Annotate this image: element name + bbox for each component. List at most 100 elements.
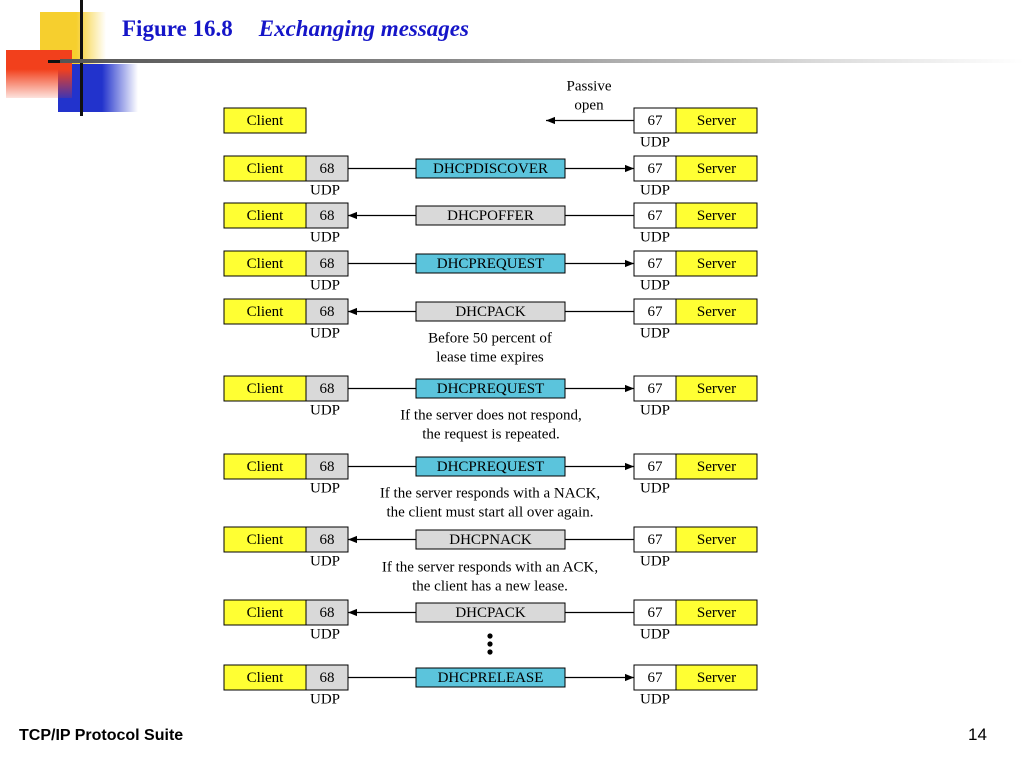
footer-course-title: TCP/IP Protocol Suite — [19, 727, 184, 744]
note-line: If the server responds with an ACK, — [382, 559, 598, 575]
server-box — [675, 250, 758, 277]
client-port-label: 68 — [320, 381, 335, 397]
client-udp-label: UDP — [310, 553, 340, 569]
passive-open-label-line1: Passive — [567, 78, 612, 94]
client-label: Client — [247, 459, 284, 475]
note-line: the client must start all over again. — [386, 504, 593, 520]
message-label: DHCPREQUEST — [437, 381, 545, 397]
server-udp-label: UDP — [640, 229, 670, 245]
note-line: If the server responds with a NACK, — [380, 485, 600, 501]
client-port-label: 68 — [320, 304, 335, 320]
deco-vertical-line — [80, 0, 83, 116]
client-udp-label: UDP — [310, 626, 340, 642]
server-label: Server — [697, 605, 736, 621]
message-label: DHCPREQUEST — [437, 256, 545, 272]
message-label: DHCPACK — [455, 304, 525, 320]
message-box — [415, 529, 566, 550]
server-label: Server — [697, 532, 736, 548]
server-port-box — [633, 202, 677, 229]
server-port-label: 67 — [648, 304, 664, 320]
note-line: If the server does not respond, — [400, 407, 582, 423]
server-udp-label: UDP — [640, 402, 670, 418]
message-label: DHCPACK — [455, 605, 525, 621]
figure-label: Figure 16.8 — [122, 16, 233, 41]
client-port-box — [305, 526, 349, 553]
server-label: Server — [697, 670, 736, 686]
note: If the server does not respond, the reque… — [400, 407, 582, 442]
server-port-label: 67 — [648, 532, 664, 548]
client-port-box — [305, 155, 349, 182]
client-label: Client — [247, 113, 284, 129]
server-box — [675, 664, 758, 691]
server-box — [675, 453, 758, 480]
server-udp-label: UDP — [640, 325, 670, 341]
server-label: Server — [697, 161, 736, 177]
server-port-label: 67 — [648, 256, 664, 272]
server-port-label: 67 — [648, 670, 664, 686]
server-box — [675, 107, 758, 134]
note-line: Before 50 percent of — [428, 330, 552, 346]
server-port-label: 67 — [648, 208, 664, 224]
message-label: DHCPRELEASE — [438, 670, 544, 686]
message-box — [415, 667, 566, 688]
server-label: Server — [697, 304, 736, 320]
note-line: the client has a new lease. — [412, 578, 568, 594]
server-udp-label: UDP — [640, 182, 670, 198]
server-port-box — [633, 298, 677, 325]
notes: Before 50 percent of lease time expiresIf… — [380, 330, 600, 594]
ellipsis-dot — [487, 649, 493, 655]
client-label: Client — [247, 532, 284, 548]
ellipsis-dot — [487, 641, 493, 647]
page-number: 14 — [968, 725, 987, 744]
client-label: Client — [247, 256, 284, 272]
client-label: Client — [247, 304, 284, 320]
client-box — [223, 375, 307, 402]
server-udp-label: UDP — [640, 626, 670, 642]
client-udp-label: UDP — [310, 229, 340, 245]
figure-title: Exchanging messages — [258, 16, 469, 41]
message-box — [415, 205, 566, 226]
message-box — [415, 602, 566, 623]
server-port-box — [633, 599, 677, 626]
client-label: Client — [247, 605, 284, 621]
server-udp-label: UDP — [640, 277, 670, 293]
client-udp-label: UDP — [310, 691, 340, 707]
server-label: Server — [697, 208, 736, 224]
client-udp-label: UDP — [310, 480, 340, 496]
server-port-box — [633, 250, 677, 277]
note-line: the request is repeated. — [422, 426, 559, 442]
note: If the server responds with a NACK, the c… — [380, 485, 600, 520]
server-box — [675, 599, 758, 626]
slide-title: Figure 16.8 Exchanging messages — [122, 16, 469, 42]
client-box — [223, 250, 307, 277]
client-port-label: 68 — [320, 256, 335, 272]
client-port-box — [305, 250, 349, 277]
server-box — [675, 375, 758, 402]
client-udp-label: UDP — [310, 277, 340, 293]
client-label: Client — [247, 381, 284, 397]
client-port-label: 68 — [320, 161, 335, 177]
client-port-label: 68 — [320, 605, 335, 621]
server-port-label: 67 — [648, 381, 664, 397]
server-label: Server — [697, 256, 736, 272]
message-box — [415, 253, 566, 274]
message-box — [415, 158, 566, 179]
client-port-box — [305, 202, 349, 229]
message-box — [415, 456, 566, 477]
server-port-box — [633, 107, 677, 134]
client-label: Client — [247, 670, 284, 686]
server-udp-label: UDP — [640, 553, 670, 569]
passive-open-label-line2: open — [574, 97, 604, 113]
note: If the server responds with an ACK, the c… — [382, 559, 598, 594]
message-label: DHCPNACK — [449, 532, 532, 548]
note-line: lease time expires — [436, 349, 544, 365]
